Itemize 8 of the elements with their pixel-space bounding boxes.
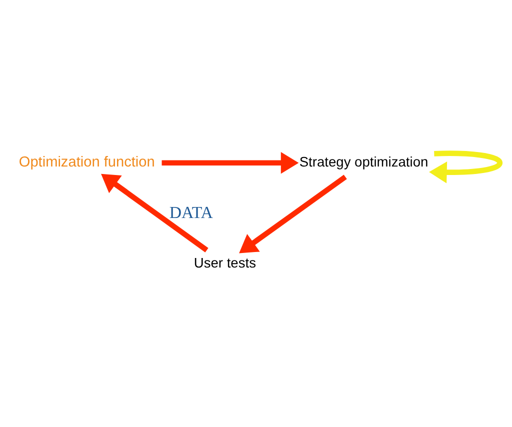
arrow	[239, 174, 347, 254]
node-text: Optimization function	[18, 154, 155, 170]
arrow	[162, 152, 299, 174]
node-text: Strategy optimization	[299, 154, 428, 170]
arrow	[429, 150, 503, 184]
edge-label: DATA	[169, 202, 213, 222]
node-text: User tests	[194, 256, 256, 270]
arrow	[101, 174, 208, 252]
